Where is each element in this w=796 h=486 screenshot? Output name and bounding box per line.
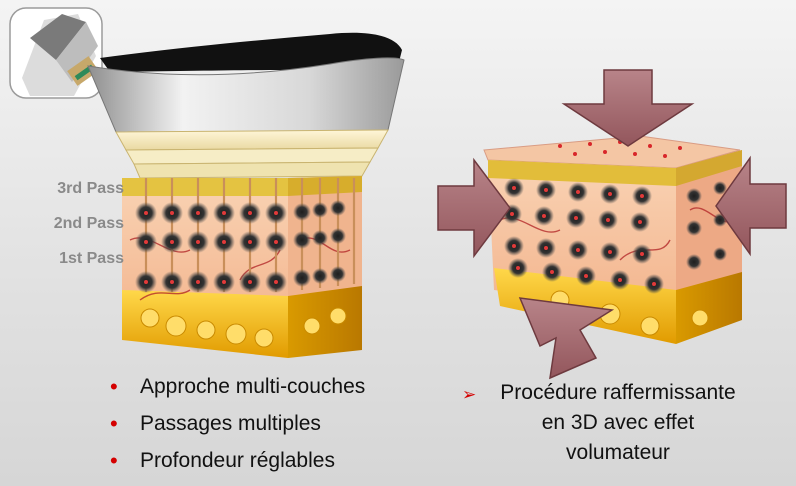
right-caption: ➢ Procédure raffermissante en 3D avec ef… bbox=[458, 378, 778, 468]
arrowhead-icon: ➢ bbox=[462, 385, 477, 404]
list-item-label: Approche multi-couches bbox=[140, 375, 366, 398]
list-item: • Approche multi-couches bbox=[110, 368, 365, 405]
arrow-top-icon bbox=[561, 69, 695, 147]
arrow-bottom-icon bbox=[518, 297, 615, 380]
arrow-left-icon bbox=[437, 157, 511, 259]
list-item-label: Profondeur réglables bbox=[140, 449, 335, 472]
feature-list: • Approche multi-couches • Passages multip… bbox=[110, 368, 365, 479]
caption-line-3: volumateur bbox=[566, 441, 670, 464]
caption-line-2: en 3D avec effet bbox=[541, 411, 695, 434]
skin-block-left bbox=[122, 176, 362, 358]
pass-label-2nd: 2nd Pass bbox=[53, 215, 124, 232]
arrow-right-icon bbox=[715, 155, 787, 257]
treatment-dots-left bbox=[135, 200, 346, 293]
compression-arrows bbox=[437, 69, 787, 380]
bullet-dot-icon: • bbox=[110, 448, 118, 473]
list-item: • Passages multiples bbox=[110, 405, 365, 442]
bullet-dot-icon: • bbox=[110, 374, 118, 399]
list-item: • Profondeur réglables bbox=[110, 442, 365, 479]
pass-label-1st: 1st Pass bbox=[59, 250, 124, 267]
skin-block-right bbox=[483, 135, 742, 344]
handpiece-thumbnail bbox=[9, 7, 103, 99]
bullet-dot-icon: • bbox=[110, 411, 118, 436]
pass-label-3rd: 3rd Pass bbox=[57, 180, 124, 197]
list-item-label: Passages multiples bbox=[140, 412, 321, 435]
treatment-dots-right bbox=[502, 178, 727, 294]
caption-line-1: Procédure raffermissante bbox=[500, 381, 736, 404]
handpiece-applicator bbox=[87, 32, 405, 179]
